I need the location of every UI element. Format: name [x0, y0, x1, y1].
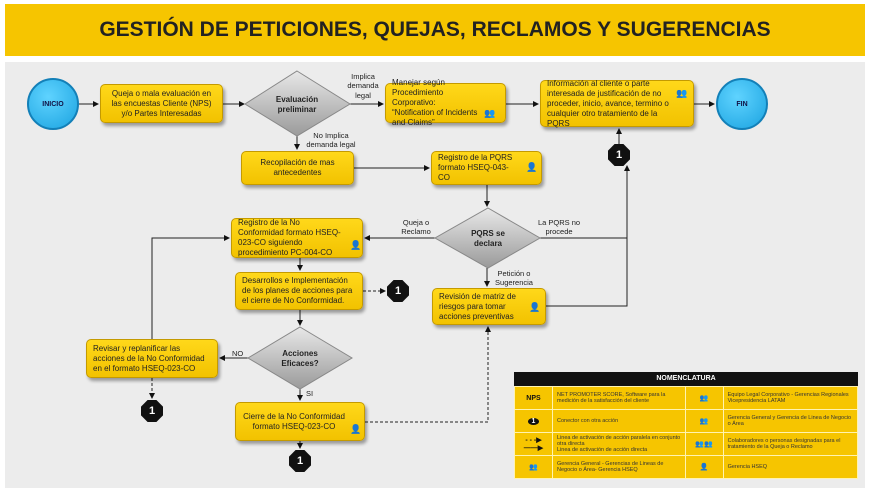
label-no-procede: La PQRS no procede: [537, 218, 581, 237]
box-queja: Queja o mala evaluación en las encuestas…: [100, 84, 223, 123]
decision-pqrs: [433, 207, 542, 269]
connector-1: 1: [289, 450, 311, 472]
management-group-icon: 👥: [514, 455, 553, 479]
box-cierre: Cierre de la No Conformidad formato HSEQ…: [235, 402, 365, 441]
decision-evaluacion-label: Evaluación preliminar: [275, 95, 319, 114]
legend-nps: NPS: [514, 386, 553, 410]
legend-header: NOMENCLATURA: [514, 372, 858, 386]
legend-connector: 1: [514, 409, 553, 433]
label-si: SI: [306, 389, 314, 398]
end-node: FIN: [716, 78, 768, 130]
label-queja-reclamo: Queja o Reclamo: [401, 218, 431, 237]
page-title: GESTIÓN DE PETICIONES, QUEJAS, RECLAMOS …: [5, 4, 865, 56]
connector-1: 1: [141, 400, 163, 422]
legend-text: NET PROMOTER SCORE, Software para la med…: [552, 386, 686, 410]
connector-1: 1: [387, 280, 409, 302]
hseq-manager-icon: 👤: [684, 455, 724, 479]
hseq-manager-icon: 👤: [350, 240, 362, 250]
line-arrows-icon: - - -▶——▶: [514, 432, 553, 456]
legend-text-solid: Linea de activación de acción directa: [557, 447, 648, 453]
legend-text: Linea de activación de acción paralela e…: [552, 432, 686, 456]
box-recopilacion: Recopilación de mas antecedentes: [241, 151, 354, 185]
connector-icon: 1: [527, 417, 540, 425]
box-revision-text: Revisión de matriz de riesgos para tomar…: [439, 291, 516, 321]
collaborators-icon: 👥👥: [684, 432, 724, 456]
box-desarrollos: Desarrollos e Implementación de los plan…: [235, 272, 363, 310]
box-informacion: Información al cliente o parte interesad…: [540, 78, 694, 128]
legal-team-icon: 👥: [484, 108, 496, 118]
legal-team-icon: 👥: [684, 386, 724, 410]
decision-evaluacion: [244, 70, 351, 137]
legend-text: Conector con otra acción: [552, 409, 686, 433]
box-manejar-text: Manejar según Procedimiento Corporativo:…: [392, 78, 478, 127]
label-peticion: Petición o Sugerencia: [495, 269, 533, 288]
managers-icon: 👥: [684, 409, 724, 433]
box-registro-pqrs-text: Registro de la PQRS formato HSEQ-043-CO: [438, 153, 513, 182]
label-no-implica: No Implica demanda legal: [306, 131, 356, 150]
box-registro-pqrs: Registro de la PQRS formato HSEQ-043-CO: [431, 151, 542, 185]
label-no: NO: [232, 349, 244, 358]
managers-icon: 👥: [676, 88, 688, 98]
legend-text: Gerencia HSEQ: [722, 455, 859, 479]
decision-pqrs-label: PQRS se declara: [471, 229, 505, 248]
decision-acciones: [247, 326, 353, 390]
box-registro-nc: Registro de la No Conformidad formato HS…: [231, 218, 363, 258]
box-manejar: Manejar según Procedimiento Corporativo:…: [385, 78, 506, 127]
hseq-manager-icon: 👤: [350, 424, 362, 434]
legend-text: Equipo Legal Corporativo - Gerencias Reg…: [722, 386, 859, 410]
box-revisar: Revisar y replanificar las acciones de l…: [86, 339, 218, 378]
legend-text-dashed: Linea de activación de acción paralela e…: [557, 435, 681, 447]
legend-text: Colaboradores o personas designadas para…: [722, 432, 859, 456]
box-revision: Revisión de matriz de riesgos para tomar…: [432, 288, 546, 325]
box-registro-nc-text: Registro de la No Conformidad formato HS…: [238, 218, 341, 257]
start-node: INICIO: [27, 78, 79, 130]
legend-text: Gerencia General y Gerencia de Linea de …: [722, 409, 859, 433]
decision-acciones-label: Acciones Eficaces?: [281, 349, 319, 368]
box-informacion-text: Información al cliente o parte interesad…: [547, 78, 669, 128]
hseq-manager-icon: 👤: [529, 302, 541, 312]
hseq-manager-icon: 👤: [526, 162, 538, 172]
legend-text: Gerencia General - Gerencias de Lineas d…: [552, 455, 686, 479]
connector-1: 1: [608, 144, 630, 166]
label-implica: Implica demanda legal: [347, 72, 379, 100]
